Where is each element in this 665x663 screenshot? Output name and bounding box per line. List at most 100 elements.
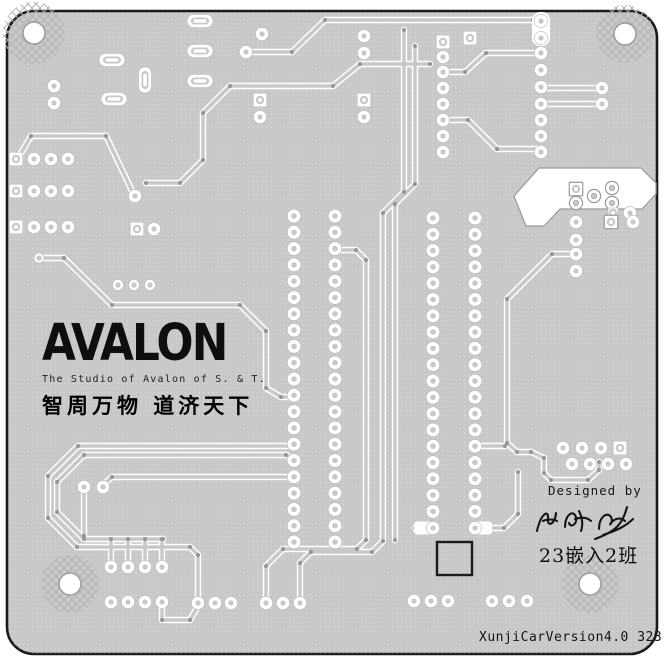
pad-hole	[472, 443, 478, 450]
via-dot	[427, 61, 433, 67]
pad-hole-ring	[258, 98, 262, 102]
mounting-hole	[58, 572, 82, 596]
pad-hole	[538, 35, 544, 41]
pad-hole	[291, 294, 297, 301]
pad-hole-ring	[468, 36, 472, 40]
pad-hole	[291, 278, 297, 285]
via-dot	[392, 537, 398, 543]
pad-hole	[573, 219, 579, 225]
pad-oval-slot	[193, 19, 207, 23]
via-dot	[515, 469, 521, 475]
pad-hole	[332, 262, 338, 268]
pad-hole	[108, 564, 114, 570]
pad-hole	[36, 255, 42, 261]
pad-hole	[151, 226, 157, 232]
pad-hole	[263, 600, 269, 606]
pad-hole	[430, 247, 436, 254]
pad-hole	[257, 114, 263, 120]
pad-hole	[430, 508, 436, 515]
via-dot	[142, 536, 148, 542]
via-dot	[548, 477, 554, 483]
pad-hole	[291, 457, 297, 464]
via-dot	[74, 544, 80, 550]
pad-hole	[472, 508, 478, 515]
pad-hole-ring	[618, 446, 622, 450]
pad-hole-ring	[14, 157, 18, 161]
pad-hole	[472, 459, 478, 466]
pad-hole	[472, 525, 478, 531]
via-dot	[515, 511, 521, 517]
via-dot	[108, 536, 114, 542]
signature-stroke	[563, 509, 593, 533]
pad-hole	[332, 376, 338, 382]
pad-hole	[332, 213, 338, 219]
trace-core	[481, 470, 520, 530]
pad-hole	[538, 117, 544, 123]
via-dot	[357, 61, 363, 67]
pad-hole	[291, 359, 297, 366]
pad-hole	[142, 599, 148, 605]
pad-oval-slot	[143, 73, 147, 87]
pad-hole	[332, 474, 338, 480]
via-dot	[483, 50, 489, 56]
pad-hole	[440, 149, 446, 155]
pad-hole	[538, 84, 544, 90]
via-dot	[596, 459, 602, 465]
pad-hole	[472, 394, 478, 401]
via-dot	[45, 515, 51, 521]
via-dot	[75, 443, 81, 449]
pad-hole	[472, 247, 478, 254]
via-dot	[45, 473, 51, 479]
avalon-logo: AVALON	[42, 313, 228, 374]
copper-pour	[513, 167, 657, 227]
pad-hole	[538, 50, 544, 56]
pad-hole	[332, 229, 338, 236]
via-dot	[109, 302, 115, 308]
pad-hole-ring	[611, 211, 615, 215]
pad-hole	[411, 598, 417, 604]
pad-oval-slot	[107, 97, 121, 101]
trace-core	[264, 248, 368, 605]
pad-hole	[361, 33, 367, 39]
pad-hole	[472, 215, 478, 221]
studio-subtitle: The Studio of Avalon of S. & T.	[42, 374, 266, 385]
pad-hole	[100, 484, 106, 490]
pad-hole	[132, 193, 138, 199]
pad-hole	[440, 117, 446, 123]
pad-hole	[605, 461, 611, 467]
pad-hole	[573, 251, 579, 257]
pad-hole	[506, 598, 512, 604]
pad-hole	[430, 427, 436, 433]
pad-hole	[291, 262, 297, 268]
pad-hole	[280, 600, 286, 606]
pad-hole	[472, 231, 478, 238]
pad-hole	[538, 133, 544, 139]
pad-hole	[472, 492, 478, 498]
via-dot	[353, 247, 359, 253]
via-dot	[61, 255, 67, 261]
pad-hole	[430, 525, 436, 531]
pad-hole-ring	[362, 98, 366, 102]
pad-hole-ring	[441, 40, 445, 44]
via-dot	[380, 538, 386, 544]
pad-oval-slot	[193, 49, 207, 53]
via-dot	[81, 536, 87, 542]
via-dot	[549, 251, 555, 257]
pad-hole	[430, 492, 436, 498]
pad-hole	[291, 408, 297, 415]
pad-oval-slot	[105, 58, 119, 62]
trace-core	[298, 28, 406, 605]
pad-hole	[332, 327, 338, 333]
via-dot	[289, 49, 295, 55]
pad-hole	[291, 343, 297, 350]
pad-hole	[115, 282, 121, 288]
pad-hole	[361, 114, 367, 120]
pad-hole	[560, 445, 566, 451]
pad-hole	[573, 268, 579, 274]
pad-hole	[538, 18, 544, 24]
signature-stroke	[535, 511, 559, 533]
pad-hole	[599, 101, 605, 107]
via-dot	[227, 83, 233, 89]
pad-hole	[108, 599, 114, 605]
pad-hole	[332, 441, 338, 448]
